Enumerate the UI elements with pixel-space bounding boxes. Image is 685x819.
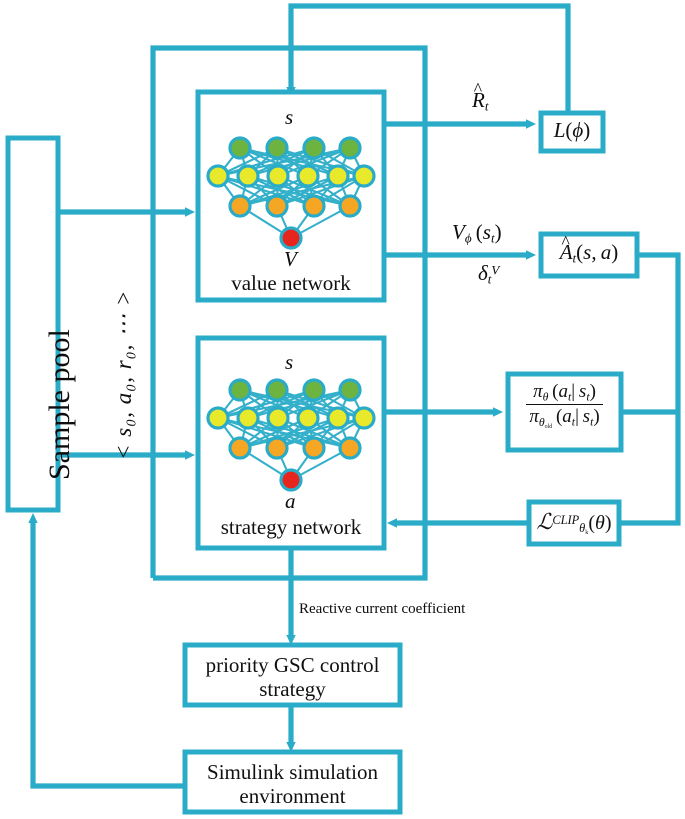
value-network-output-symbol: V <box>284 247 297 271</box>
edge-simulink-to-pool <box>28 513 185 789</box>
feedback-loop-inner <box>150 45 428 578</box>
advantage-box[interactable] <box>538 231 640 279</box>
td-error-label: δtV <box>478 261 500 287</box>
sample-pool-box[interactable] <box>5 135 61 513</box>
right-rail <box>619 252 681 526</box>
sample-pool-label: Sample pool <box>43 329 76 480</box>
clip-objective-label: ℒCLIPθk(θ) <box>536 509 612 537</box>
value-network-input-symbol: s <box>285 105 294 129</box>
value-loss-box[interactable] <box>538 110 606 154</box>
advantage-label: A^t(s, a) <box>559 231 619 266</box>
gsc-line-1: priority GSC control <box>205 653 380 677</box>
simulink-label: Simulink simulation environment <box>185 760 400 808</box>
simulink-box[interactable] <box>182 749 403 815</box>
simulink-line-2: environment <box>239 783 346 808</box>
strategy-network-graph <box>206 378 376 492</box>
return-estimate-label: R^t <box>472 78 489 114</box>
simulink-line-1: Simulink simulation <box>207 760 378 784</box>
clip-objective-box[interactable] <box>526 499 622 547</box>
value-estimate-label: Vϕ (st) <box>452 220 502 246</box>
trajectory-tuple-label: < s₀, a₀, r₀, ⋯ > <box>111 289 136 460</box>
strategy-network-caption: strategy network <box>220 515 362 539</box>
value-loss-label: L(ϕ) <box>553 118 591 142</box>
strategy-network-output-symbol: a <box>285 489 296 513</box>
value-network-caption: value network <box>231 271 351 295</box>
strategy-network-input-symbol: s <box>285 350 294 374</box>
gsc-strategy-label: priority GSC control strategy <box>185 653 400 701</box>
policy-ratio-label: πθ (at| st) πθold (at| st) <box>508 381 621 430</box>
reactive-current-label: Reactive current coefficient <box>299 601 466 617</box>
networks-container-frame <box>153 132 428 581</box>
gsc-line-2: strategy <box>259 676 326 701</box>
value-network-graph <box>206 136 376 250</box>
policy-ratio-box[interactable] <box>505 371 624 453</box>
